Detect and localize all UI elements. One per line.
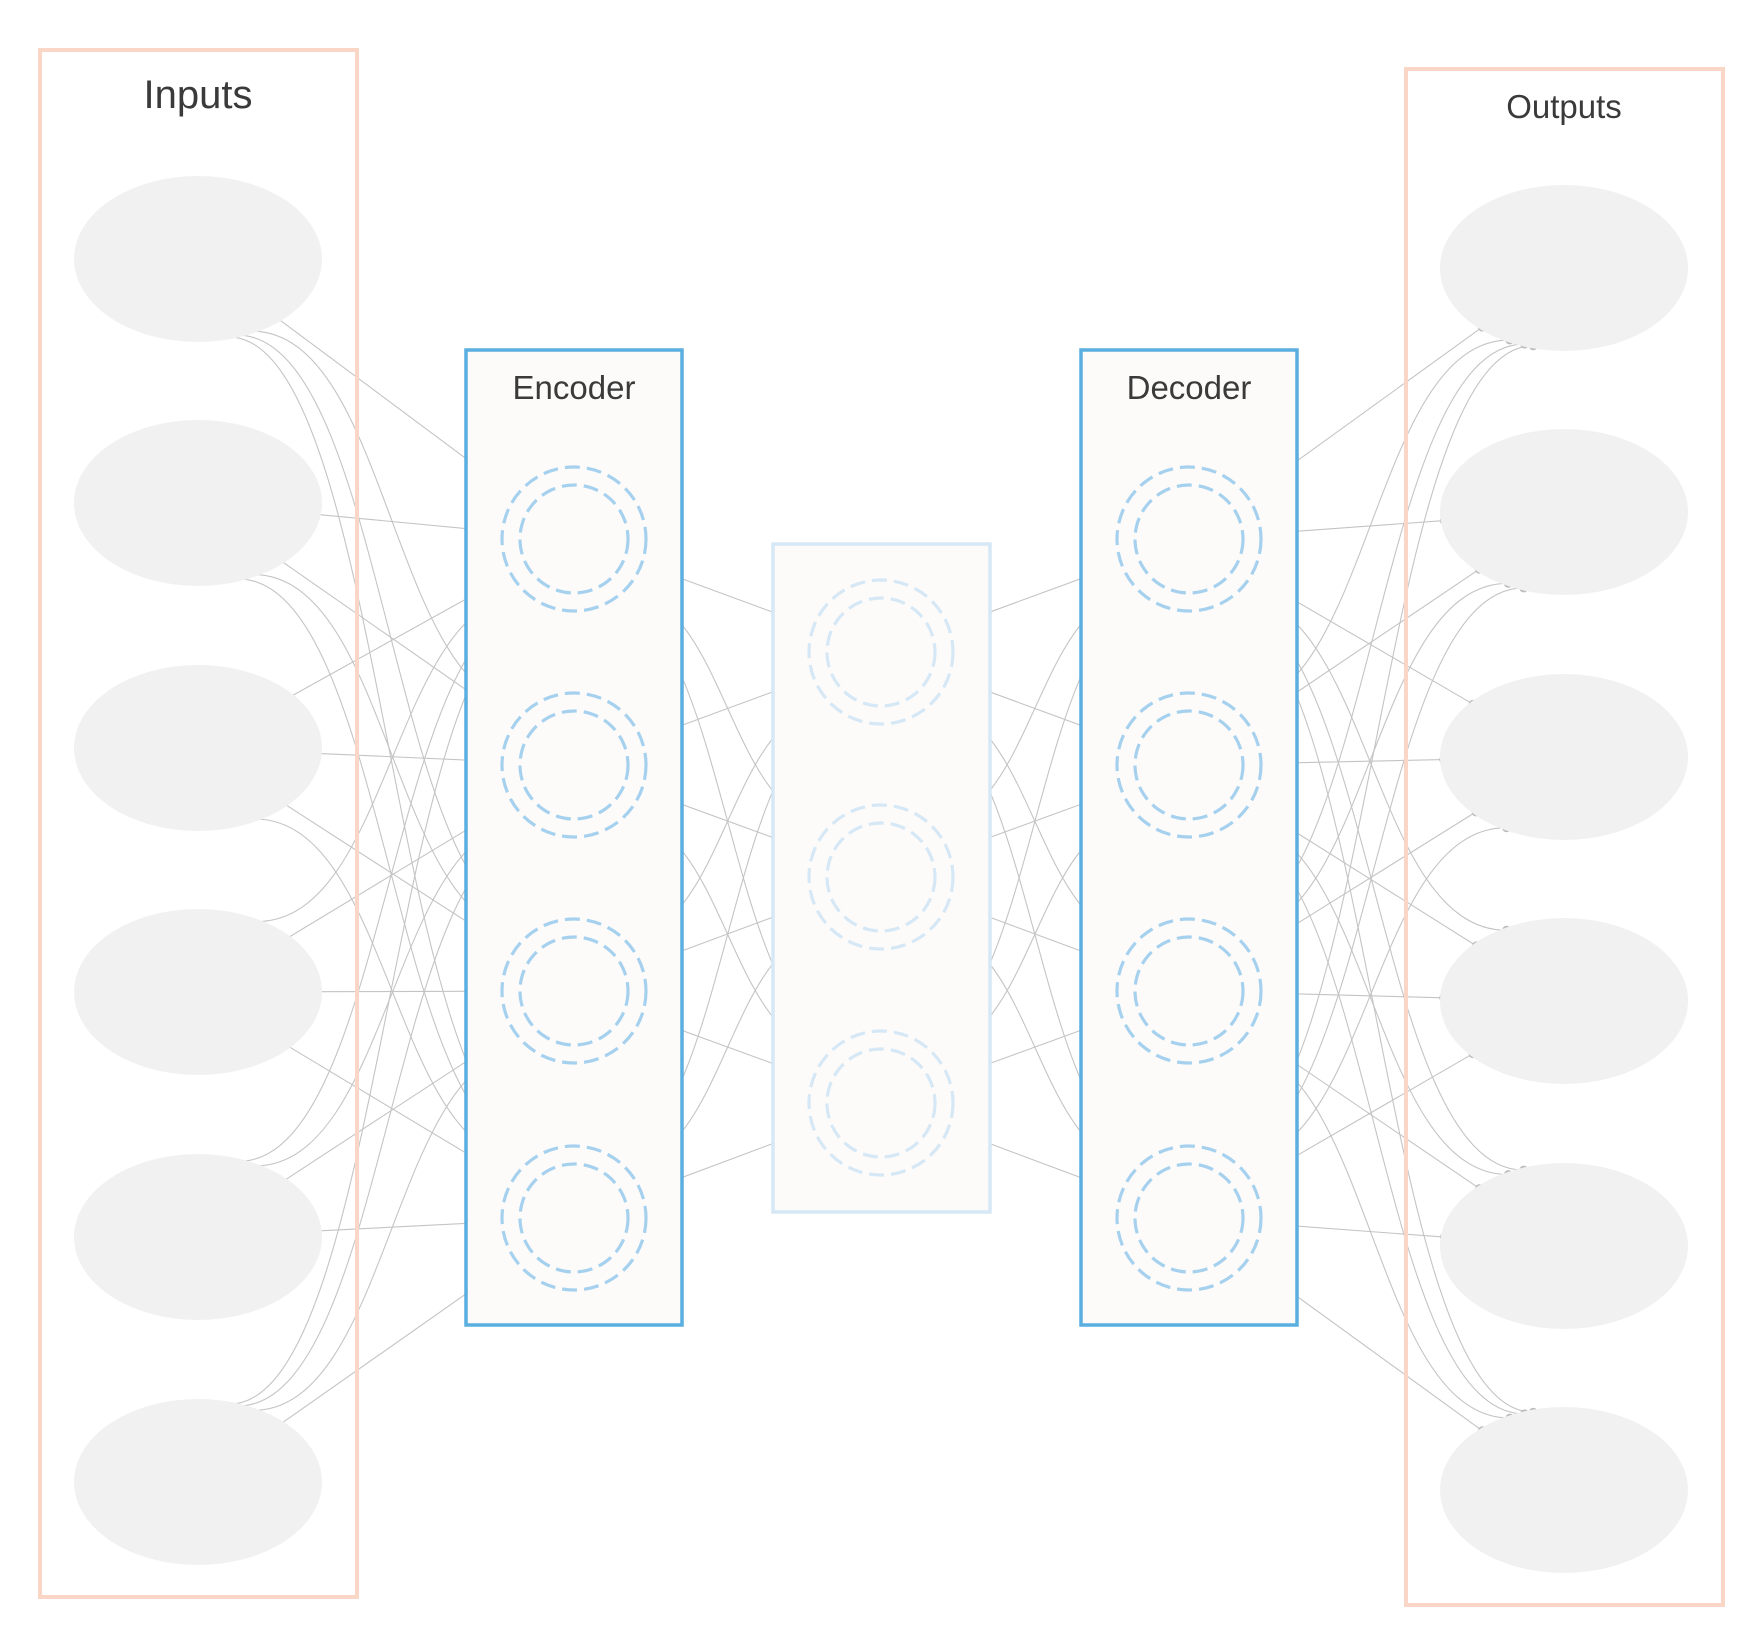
decoder-node-3-inner-ring <box>1133 935 1245 1047</box>
latent-node-1-outer-ring <box>807 578 955 726</box>
encoder-node-4 <box>500 1144 648 1292</box>
inputs-node-6 <box>74 1399 322 1565</box>
latent-node-3 <box>807 1029 955 1177</box>
outputs-node-4 <box>1440 918 1688 1084</box>
latent-node-1-inner-ring <box>825 596 937 708</box>
encoder-node-1-inner-ring <box>518 483 630 595</box>
decoder-node-1-outer-ring <box>1115 465 1263 613</box>
latent-node-3-inner-ring <box>825 1047 937 1159</box>
decoder-node-1 <box>1115 465 1263 613</box>
outputs-frame <box>1404 67 1725 1607</box>
encoder-label: Encoder <box>513 369 636 406</box>
inputs-group: Inputs <box>38 48 359 1599</box>
latent-node-2-outer-ring <box>807 803 955 951</box>
latent-frame <box>771 542 992 1214</box>
latent-node-2-inner-ring <box>825 821 937 933</box>
encoder-node-4-outer-ring <box>500 1144 648 1292</box>
outputs-label: Outputs <box>1506 88 1622 125</box>
inputs-node-1 <box>74 176 322 342</box>
encoder-node-2-inner-ring <box>518 709 630 821</box>
encoder-node-3 <box>500 917 648 1065</box>
outputs-node-2 <box>1440 429 1688 595</box>
node-layer <box>74 176 1688 1573</box>
inputs-node-5 <box>74 1154 322 1320</box>
decoder-node-4-outer-ring <box>1115 1144 1263 1292</box>
inputs-frame <box>38 48 359 1599</box>
inputs-node-2 <box>74 420 322 586</box>
encoder-node-2-outer-ring <box>500 691 648 839</box>
latent-node-3-outer-ring <box>807 1029 955 1177</box>
encoder-node-3-outer-ring <box>500 917 648 1065</box>
outputs-node-5 <box>1440 1163 1688 1329</box>
encoder-node-1-outer-ring <box>500 465 648 613</box>
inputs-node-4 <box>74 909 322 1075</box>
encoder-node-2 <box>500 691 648 839</box>
outputs-node-6 <box>1440 1407 1688 1573</box>
decoder-node-3 <box>1115 917 1263 1065</box>
latent-group <box>771 542 992 1214</box>
encoder-node-3-inner-ring <box>518 935 630 1047</box>
decoder-node-3-outer-ring <box>1115 917 1263 1065</box>
decoder-node-1-inner-ring <box>1133 483 1245 595</box>
outputs-node-3 <box>1440 674 1688 840</box>
decoder-node-4 <box>1115 1144 1263 1292</box>
encoder-node-1 <box>500 465 648 613</box>
decoder-label: Decoder <box>1127 369 1252 406</box>
latent-node-1 <box>807 578 955 726</box>
outputs-node-1 <box>1440 185 1688 351</box>
inputs-node-3 <box>74 665 322 831</box>
decoder-node-2-outer-ring <box>1115 691 1263 839</box>
inputs-label: Inputs <box>144 73 253 117</box>
decoder-node-4-inner-ring <box>1133 1162 1245 1274</box>
encoder-node-4-inner-ring <box>518 1162 630 1274</box>
decoder-node-2 <box>1115 691 1263 839</box>
decoder-node-2-inner-ring <box>1133 709 1245 821</box>
outputs-group: Outputs <box>1404 67 1725 1607</box>
latent-node-2 <box>807 803 955 951</box>
